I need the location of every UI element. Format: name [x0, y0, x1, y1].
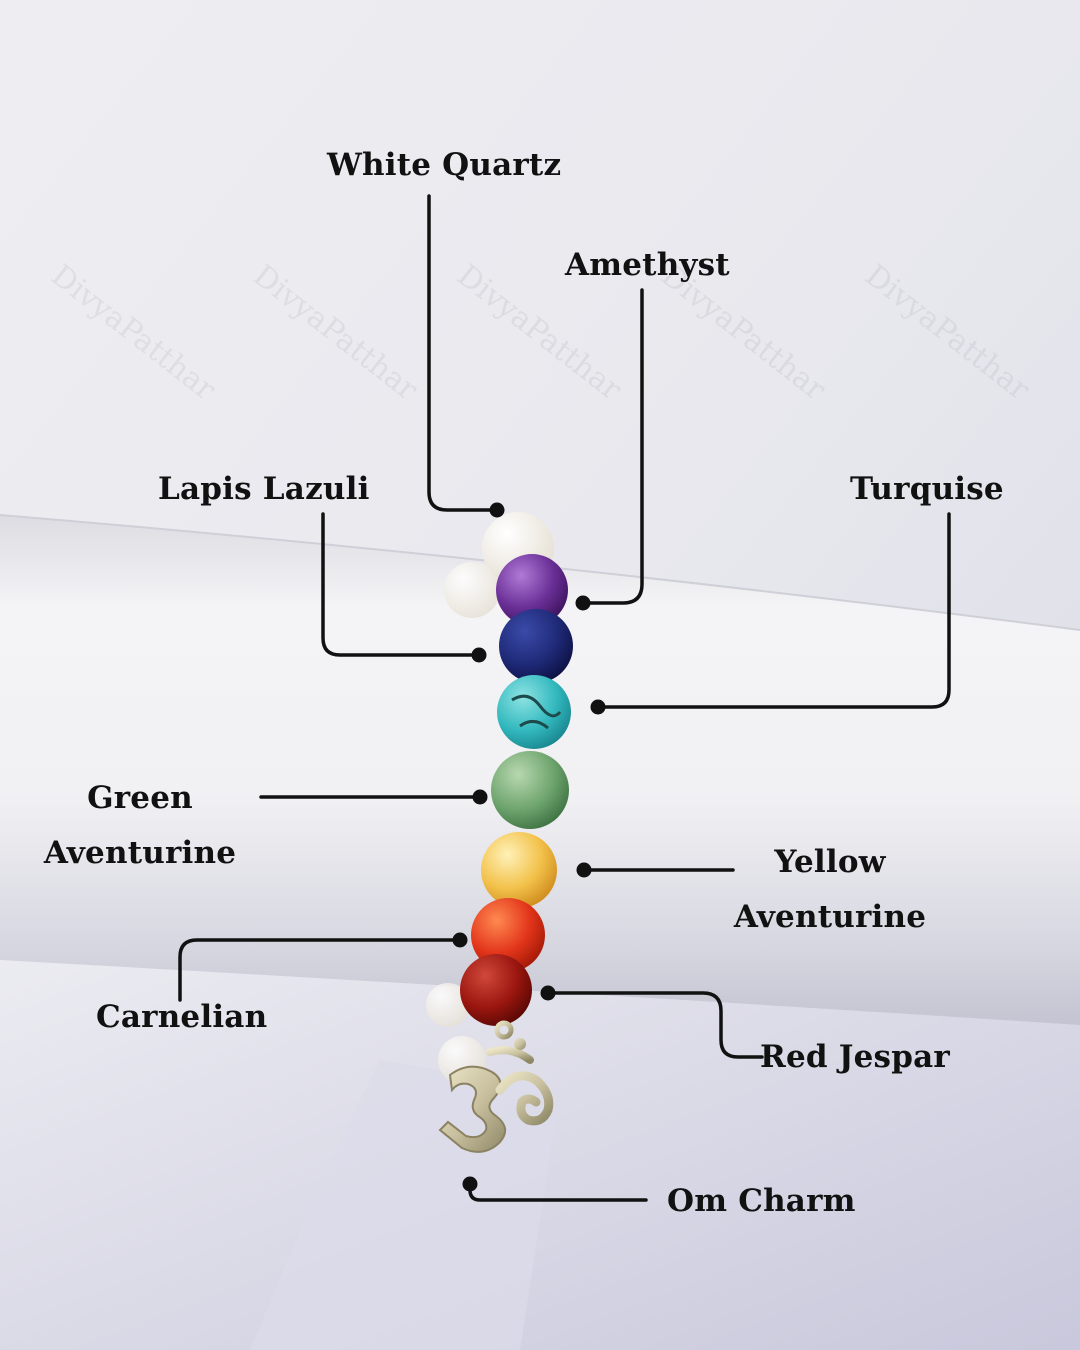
green-aventurine-label-line2: Aventurine	[43, 835, 237, 871]
turquise-pointer-dot	[590, 699, 606, 715]
amethyst-label: Amethyst	[565, 247, 730, 283]
back-bead	[444, 562, 500, 618]
yellow-aventurine-pointer-dot	[576, 862, 592, 878]
turquise-leader-line	[596, 512, 951, 709]
red-jespar-pointer-dot	[540, 985, 556, 1001]
lapis-lazuli-leader-line	[321, 512, 481, 657]
white-quartz-label: White Quartz	[327, 147, 562, 183]
white-quartz-leader-line	[427, 194, 499, 512]
carnelian-leader-line	[178, 938, 462, 1002]
lapis-lazuli-pointer-dot	[471, 647, 487, 663]
green-aventurine-bead	[491, 751, 569, 829]
red-jespar-bead	[460, 954, 532, 1026]
turquise-bead	[497, 675, 571, 749]
carnelian-label: Carnelian	[96, 999, 268, 1035]
om-charm-pointer-dot	[462, 1176, 478, 1192]
carnelian-pointer-dot	[452, 932, 468, 948]
paper-shadow	[250, 1060, 560, 1350]
white-quartz-pointer-dot	[489, 502, 505, 518]
amethyst-pointer-dot	[575, 595, 591, 611]
turquise-matrix-veins	[511, 694, 562, 730]
carnelian-bead	[471, 898, 545, 972]
green-aventurine-label-line1: Green	[87, 780, 193, 816]
lapis-lazuli-bead	[499, 609, 573, 683]
red-jespar-label: Red Jespar	[760, 1039, 950, 1075]
yellow-aventurine-label-line1: Yellow	[774, 844, 886, 880]
amethyst-bead	[496, 554, 568, 626]
red-jespar-leader-line	[546, 991, 764, 1059]
amethyst-leader-line	[581, 288, 644, 605]
om-charm-label: Om Charm	[667, 1183, 856, 1219]
turquise-label: Turquise	[850, 471, 1004, 507]
back-bead	[426, 983, 470, 1027]
yellow-aventurine-bead	[481, 832, 557, 908]
om-charm	[438, 1020, 554, 1153]
green-aventurine-pointer-dot	[472, 789, 488, 805]
lapis-lazuli-label: Lapis Lazuli	[158, 471, 370, 507]
yellow-aventurine-label-line2: Aventurine	[733, 899, 927, 935]
